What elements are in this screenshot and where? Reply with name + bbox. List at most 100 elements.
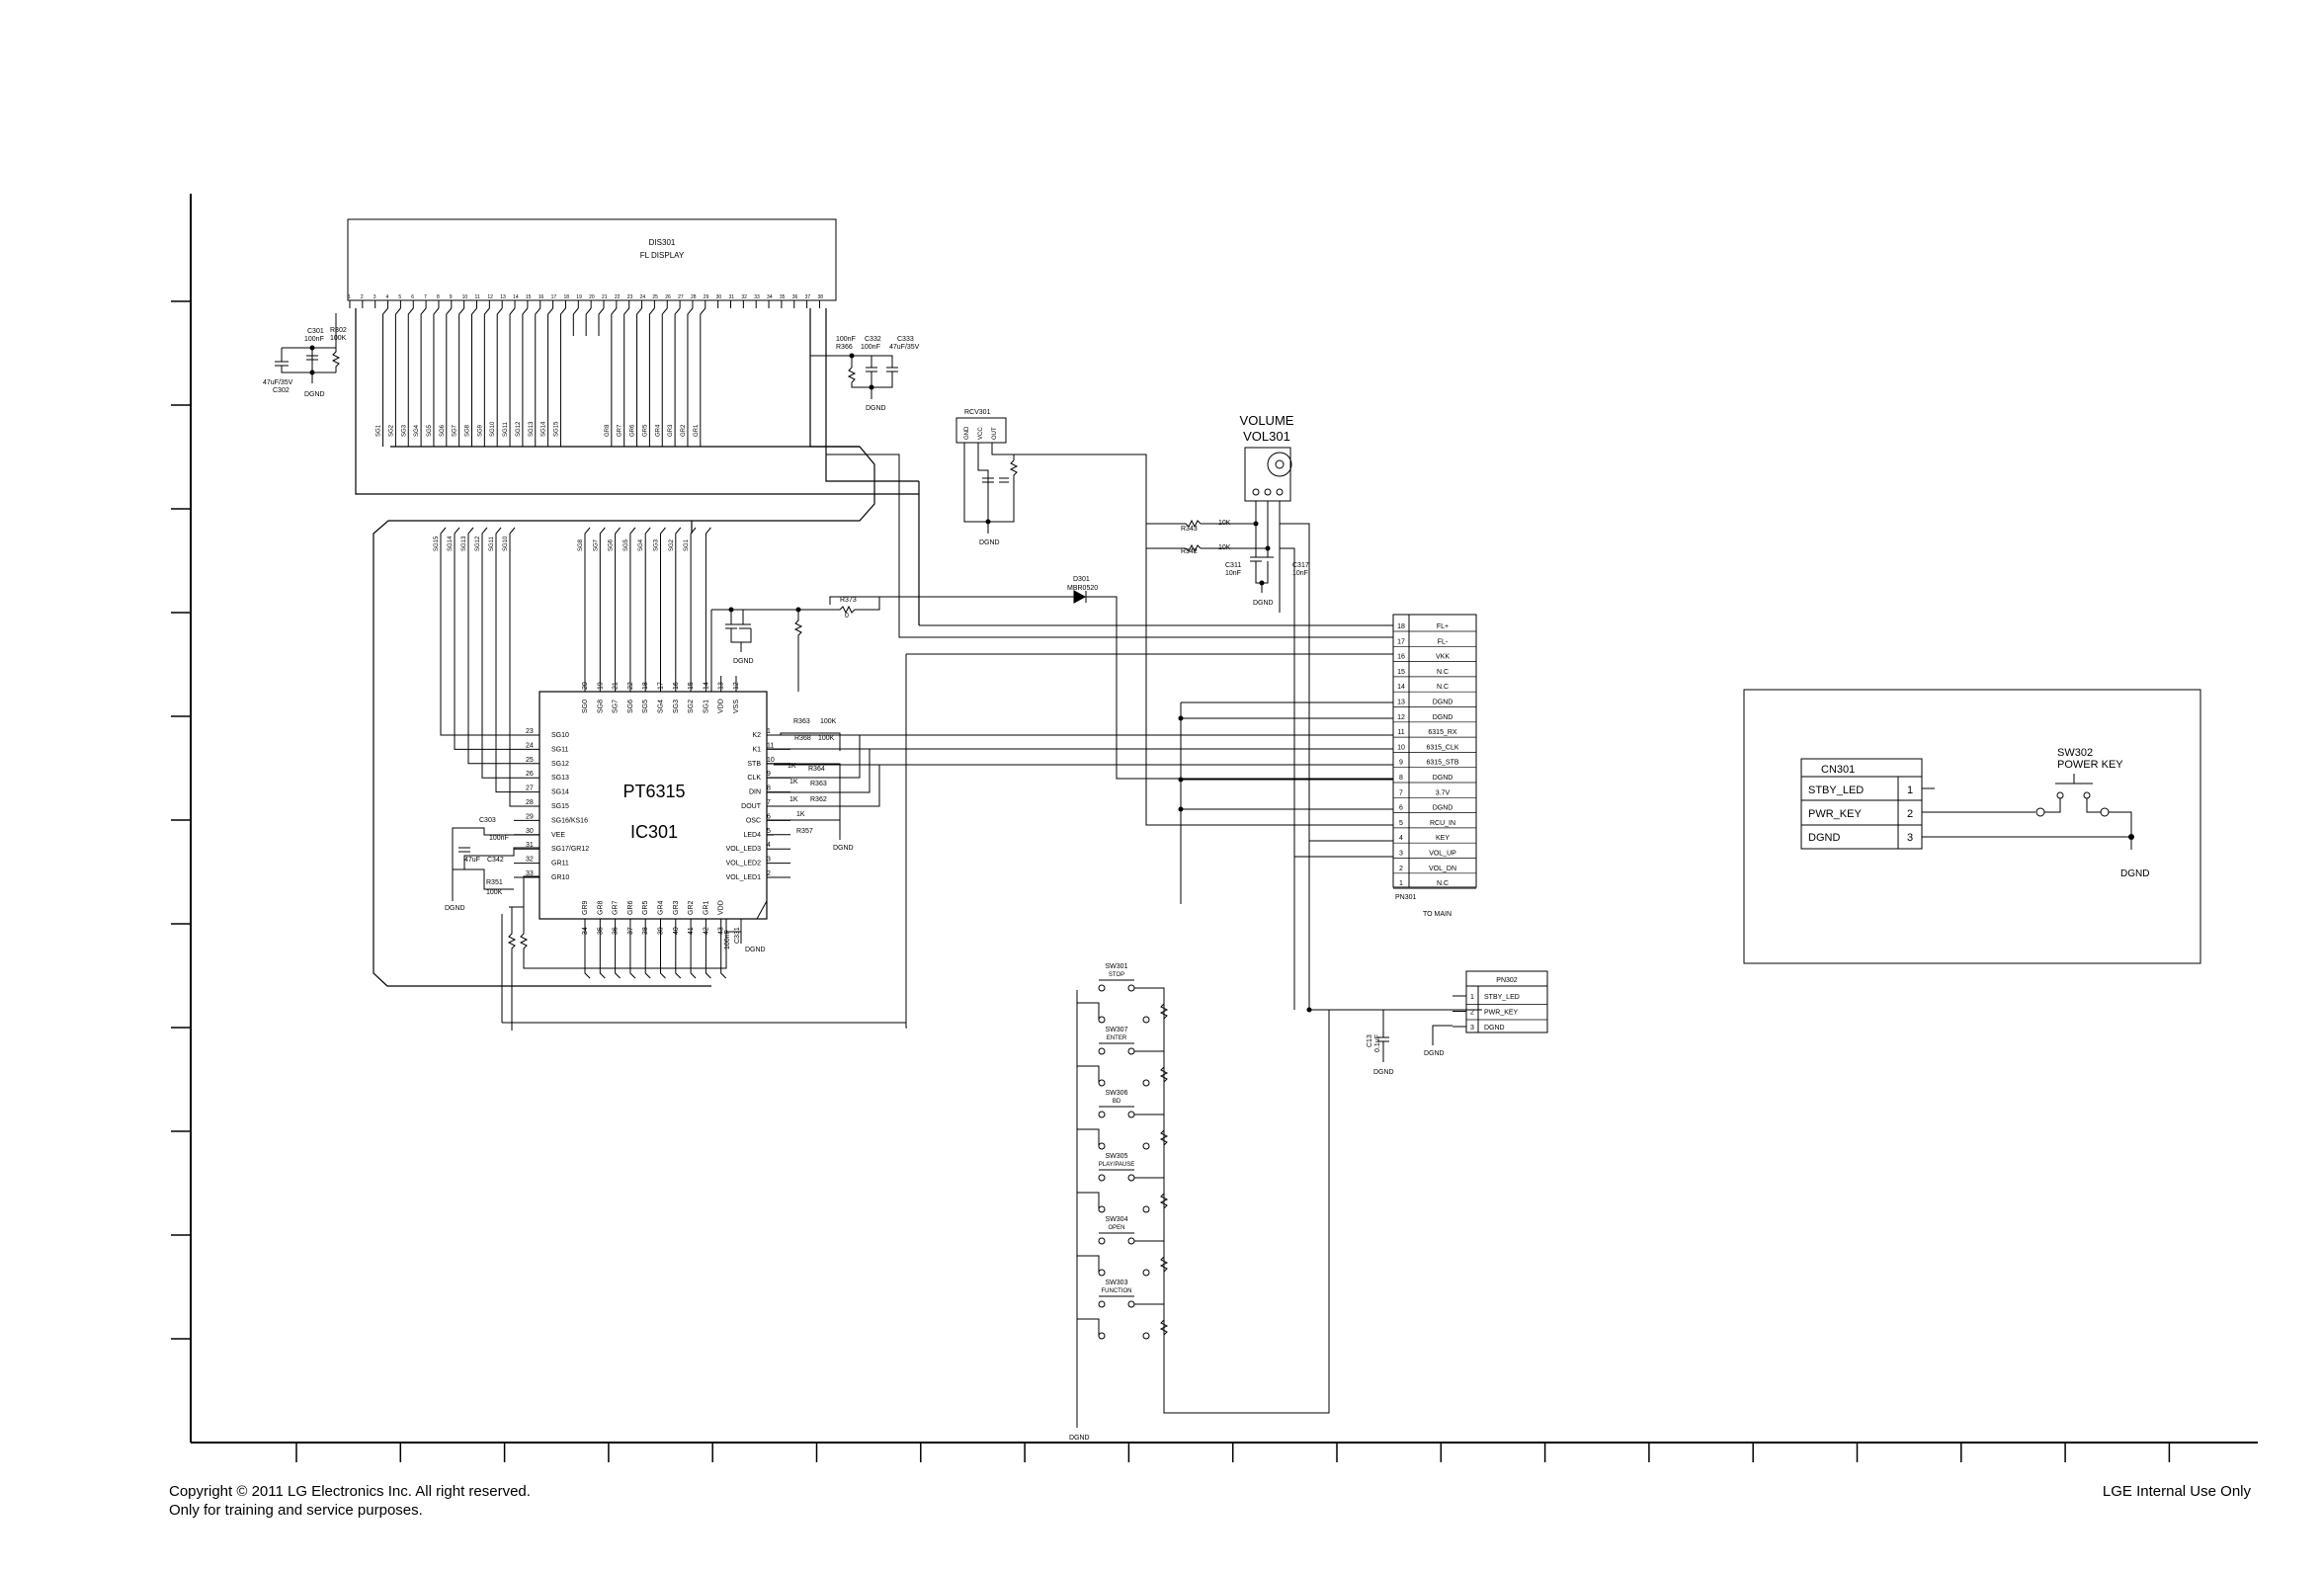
display-seg-wire — [547, 307, 553, 447]
ic-top-pin-num: 12 — [733, 682, 740, 690]
r364-ref: R364 — [808, 766, 825, 773]
ic-right-pin-name: LED4 — [743, 832, 761, 839]
display-seg-wire — [509, 307, 516, 447]
display-pin-num: 32 — [741, 294, 747, 300]
pn301-pin-num: 15 — [1397, 669, 1405, 676]
display-seg-label: SG12 — [516, 421, 522, 437]
ic-grid-wire — [599, 935, 606, 979]
ic-left-pin-num: 30 — [526, 828, 534, 835]
remote-pin-gnd: GND — [964, 426, 970, 440]
pn302-pin-name: PWR_KEY — [1484, 1010, 1519, 1017]
right-cap-group — [809, 308, 898, 399]
ic-right-pin-name: DOUT — [741, 803, 762, 810]
ic-top-pin-num: 16 — [673, 682, 680, 690]
ic-right-pin-num: 2 — [767, 870, 771, 877]
ic-bottom-pin-name: GR9 — [582, 901, 589, 916]
display-name: FL DISPLAY — [640, 251, 685, 260]
ic-top-pin-name: SG6 — [627, 700, 634, 713]
display-pin-num: 20 — [589, 294, 595, 300]
c317-val: 10nF — [1292, 570, 1308, 577]
switch-contact — [1142, 1269, 1150, 1277]
ic-left-pin-name: VEE — [551, 832, 565, 839]
switch-wire — [1077, 1065, 1100, 1083]
pn301-pin-name: VKK — [1436, 654, 1450, 661]
switch-ref: SW303 — [1106, 1280, 1128, 1286]
display-seg-wire — [458, 307, 465, 447]
switch-contact — [1127, 1174, 1135, 1182]
ic-top-pin-name: SG7 — [613, 700, 620, 713]
switch-ref: SW307 — [1106, 1027, 1128, 1033]
display-pin-num: 34 — [767, 294, 773, 300]
r362-val: 1K — [789, 796, 798, 803]
c333-ref: C333 — [897, 336, 914, 343]
cn301-pin2-num: 2 — [1907, 808, 1913, 820]
dgnd-1: DGND — [304, 391, 325, 398]
ic-top-pin-num: 19 — [597, 682, 604, 690]
pn302-pin-name: STBY_LED — [1484, 994, 1520, 1001]
display-seg-wire — [496, 307, 503, 447]
ic-bottom-pin-num: 37 — [627, 927, 634, 935]
pn301-pin-num: 14 — [1397, 684, 1405, 691]
pn301-pin-name: DGND — [1433, 775, 1453, 782]
r343-val: 10K — [1218, 520, 1231, 527]
ic-left-pin-name: SG17/GR12 — [551, 846, 589, 853]
ic-top-pin-num: 15 — [688, 682, 695, 690]
display-pin-num: 1 — [348, 294, 351, 300]
internal-use-text: LGE Internal Use Only — [2102, 1483, 2251, 1500]
cn301-pin3-num: 3 — [1907, 832, 1913, 844]
dgnd-8: DGND — [1069, 1435, 1090, 1442]
display-seg-wire — [382, 307, 388, 447]
c342-val: 47uF — [464, 857, 480, 864]
ic-grid-wire — [660, 935, 666, 979]
pn301-pin-num: 16 — [1397, 654, 1405, 661]
display-seg-label: SG9 — [477, 424, 483, 437]
sw302-name: POWER KEY — [2057, 759, 2123, 771]
pn301-pin-name: KEY — [1436, 835, 1450, 842]
ic-seg-label: SG8 — [578, 538, 584, 551]
display-pin-num: 25 — [652, 294, 658, 300]
pn301-caption: TO MAIN — [1423, 911, 1452, 918]
ic-left-labels: C303 100nF 47uF C342 R351 100K DGND C331… — [445, 817, 766, 953]
display-seg-label: SG11 — [503, 421, 509, 437]
ic-seg-wire — [509, 527, 516, 807]
ic-bottom-pin-num: 38 — [642, 927, 649, 935]
ic-right-pin-num: 1 — [767, 728, 771, 735]
volume-encoder: VOLUME VOL301 R343 10K R342 10K C311 10n… — [1146, 413, 1393, 858]
ic-bottom-pin-num: 41 — [688, 927, 695, 935]
dgnd-4: DGND — [1253, 600, 1274, 607]
r343-ref: R343 — [1181, 526, 1198, 533]
display-pin-num: 26 — [665, 294, 671, 300]
remote-ref: RCV301 — [964, 409, 991, 416]
display-pin-num: 22 — [615, 294, 621, 300]
ic-bottom-pin-name: VDD — [718, 900, 725, 915]
ic-left-pin-num: 32 — [526, 857, 534, 864]
r363b-val: 1K — [789, 779, 798, 785]
ic-seg-label: SG5 — [623, 538, 629, 551]
ic-left-pin-num: 24 — [526, 742, 534, 749]
ic-bottom-pin-name: GR1 — [703, 901, 709, 916]
ic-top-pin-name: SG0 — [582, 700, 589, 713]
switch-contact — [1127, 1047, 1135, 1055]
ic-seg-label: SG6 — [609, 538, 615, 551]
pn301-pin-name: 6315_STB — [1426, 760, 1458, 767]
c342-ref: C342 — [487, 857, 504, 864]
ic-bottom-net — [725, 919, 742, 944]
ic-bottom-pin-num: 35 — [597, 927, 604, 935]
ic-grid-wire — [675, 935, 682, 979]
ic-left-pin-name: SG12 — [551, 761, 569, 768]
c311-ref: C311 — [1225, 562, 1241, 569]
display-pin-num: 17 — [551, 294, 557, 300]
ic-top-pins: SG020SG819SG721SG622SG518SG417SG316SG215… — [582, 676, 740, 713]
pn301-pin-num: 3 — [1399, 851, 1403, 858]
ic-seg-label: SG10 — [503, 536, 509, 551]
switch-resistor — [1134, 1240, 1169, 1273]
r302-val: 100K — [330, 335, 347, 342]
switch-contact — [1127, 1300, 1135, 1308]
switch-contact — [1142, 1016, 1150, 1024]
ic-bottom-pin-name: GR7 — [613, 901, 620, 916]
r366-ref: R366 — [836, 344, 853, 351]
ic-top-pin-num: 20 — [582, 682, 589, 690]
